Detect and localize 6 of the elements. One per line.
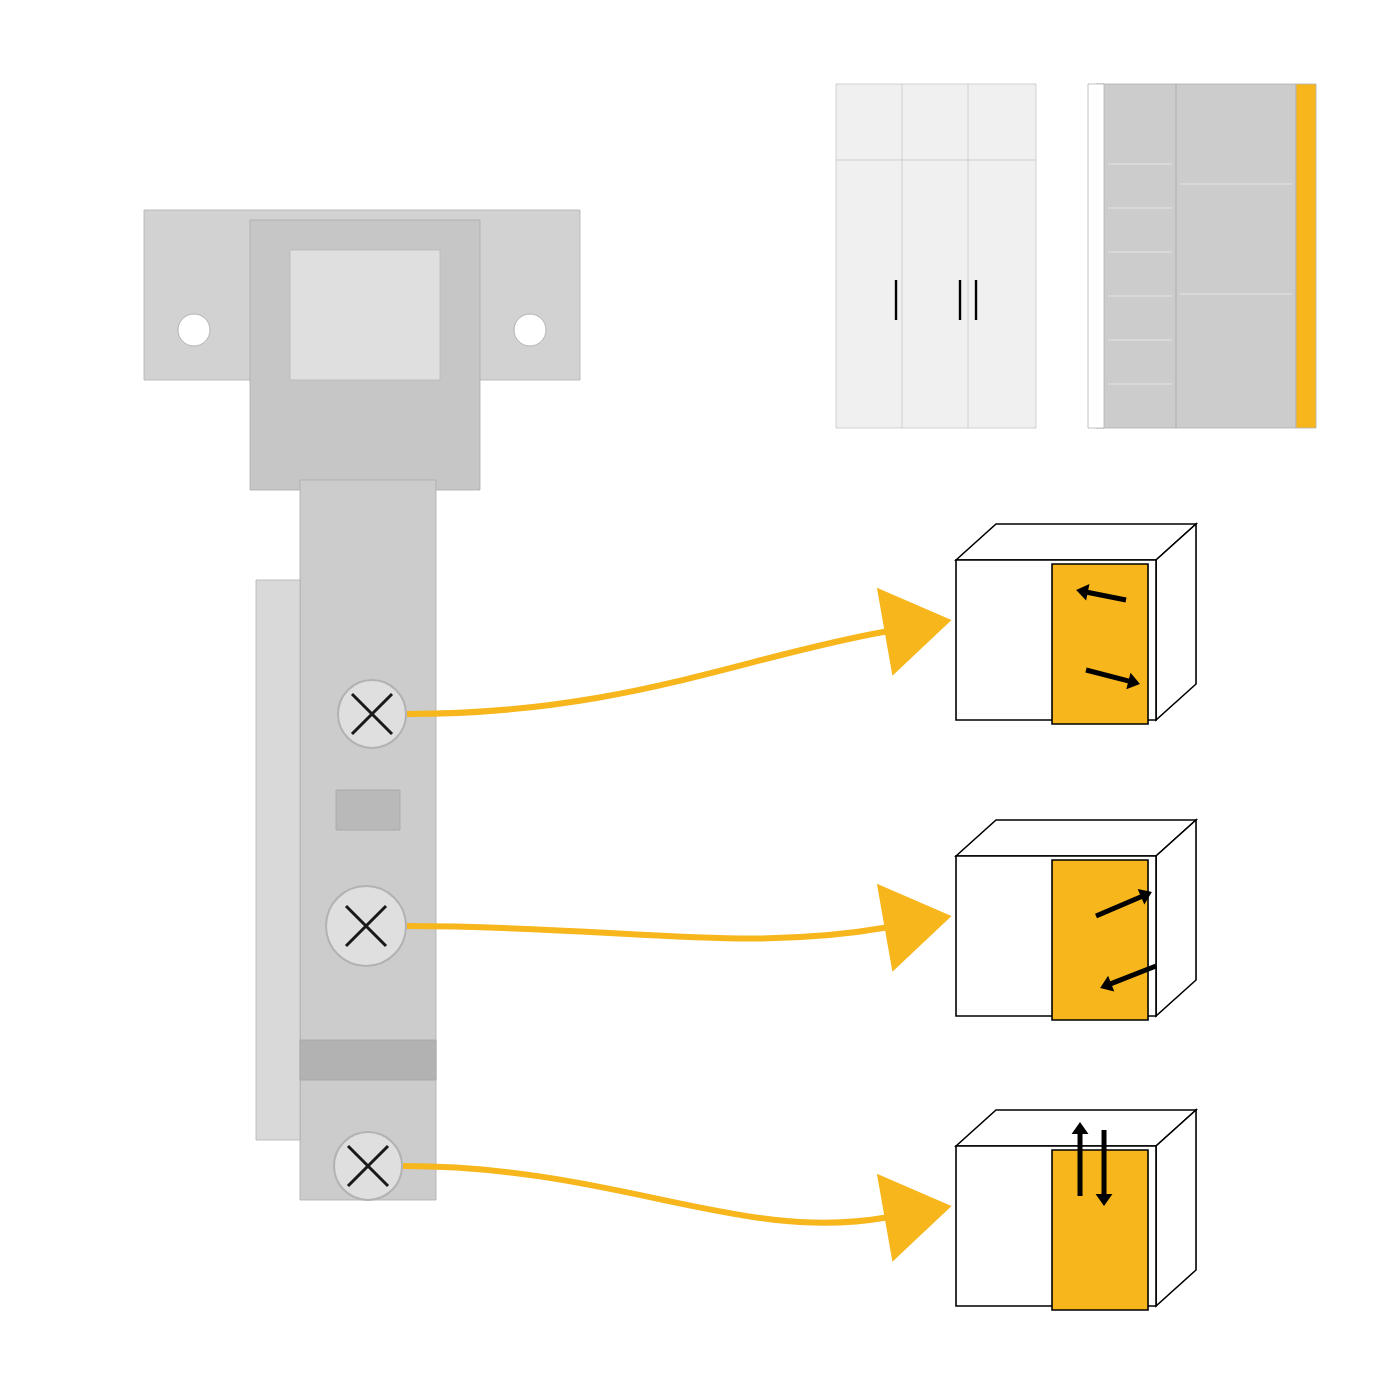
adjustment-screw: [325, 885, 407, 967]
open-wardrobe-drawing: [1087, 83, 1317, 429]
adjustment-screw: [333, 1131, 403, 1201]
hinge-drawing: [143, 209, 581, 1201]
wardrobe-drawing: [835, 83, 1037, 429]
adjustment-screw: [337, 679, 407, 749]
